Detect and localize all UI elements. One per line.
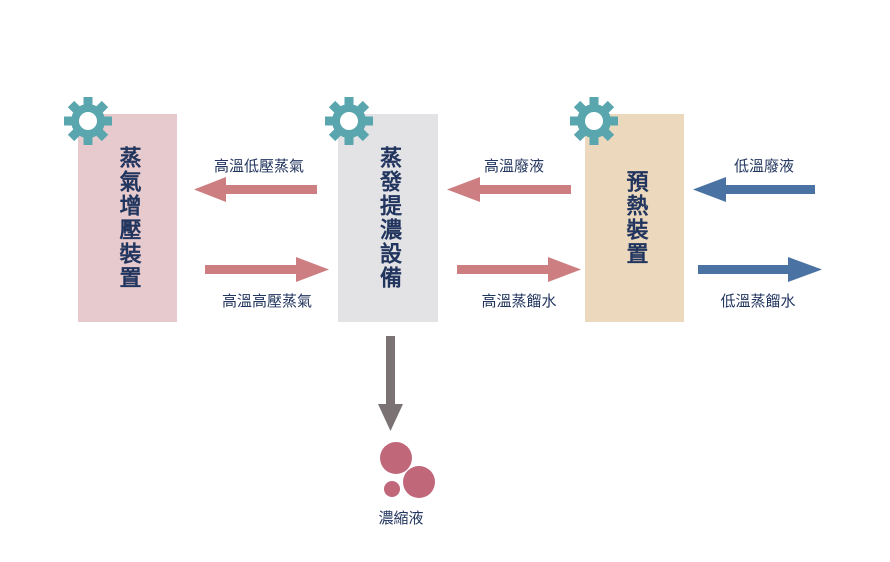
- concentrate-drops-icon: [380, 442, 435, 498]
- cold-wastewater-label: 低溫廢液: [733, 157, 795, 175]
- compressor-unit: 蒸氣增壓裝置: [78, 114, 177, 322]
- high-pressure-steam-arrow: [205, 257, 329, 282]
- low-pressure-steam-arrow: [194, 177, 317, 202]
- hot-wastewater-arrow: [447, 177, 571, 202]
- compressor-label: 蒸氣增壓裝置: [115, 146, 141, 290]
- hot-distillate-arrow: [457, 257, 581, 282]
- concentrate-outflow-arrow: [378, 336, 403, 431]
- cold-wastewater-arrow: [693, 177, 815, 202]
- hot-distillate-label: 高溫蒸餾水: [481, 292, 557, 310]
- gear-icon: [64, 97, 112, 145]
- evaporator-unit: 蒸發提濃設備: [338, 114, 438, 322]
- high-pressure-steam-label: 高溫高壓蒸氣: [221, 292, 313, 310]
- low-pressure-steam-label: 高溫低壓蒸氣: [213, 157, 305, 175]
- gear-icon: [570, 97, 618, 145]
- preheater-label: 預熱裝置: [622, 170, 648, 266]
- evaporator-label: 蒸發提濃設備: [376, 146, 401, 290]
- gear-icon: [325, 97, 373, 145]
- cold-distillate-arrow: [698, 257, 822, 282]
- hot-wastewater-label: 高溫廢液: [483, 157, 545, 175]
- preheater-unit: 預熱裝置: [585, 114, 684, 322]
- cold-distillate-label: 低溫蒸餾水: [720, 292, 796, 310]
- concentrate-label: 濃縮液: [378, 509, 424, 527]
